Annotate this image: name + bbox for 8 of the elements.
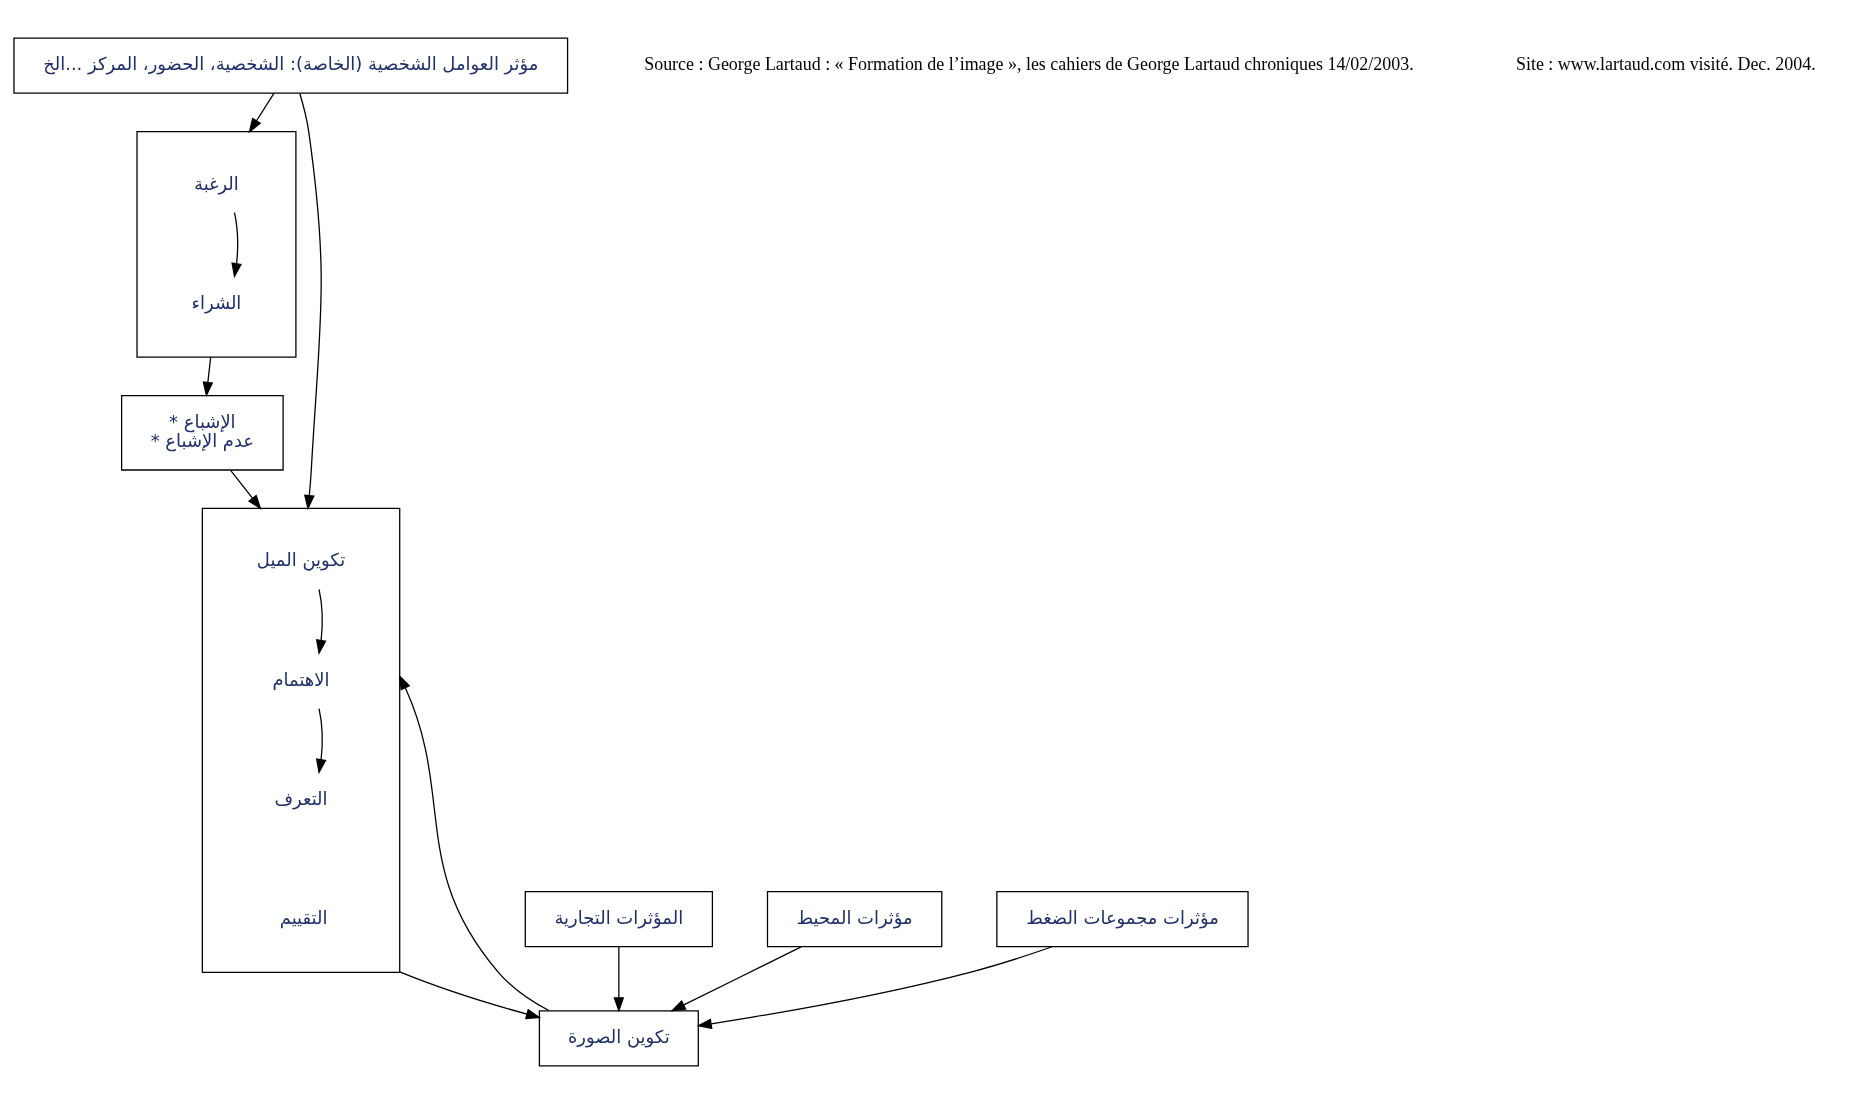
node-text: الرغبة bbox=[194, 172, 239, 194]
node-text: الشراء bbox=[191, 291, 242, 313]
node-text: التقييم bbox=[279, 906, 328, 928]
label: Source : George Lartaud : « Formation de l’image », les cahiers de George Lartaud chroniques 14/02/2003. bbox=[644, 54, 1414, 75]
label: Site : www.lartaud.com visité. Dec. 2004. bbox=[1515, 54, 1816, 75]
node-text: تكوين الميل bbox=[256, 549, 346, 571]
node-text: التعرف bbox=[274, 787, 328, 809]
node-text: الاهتمام bbox=[272, 668, 330, 690]
